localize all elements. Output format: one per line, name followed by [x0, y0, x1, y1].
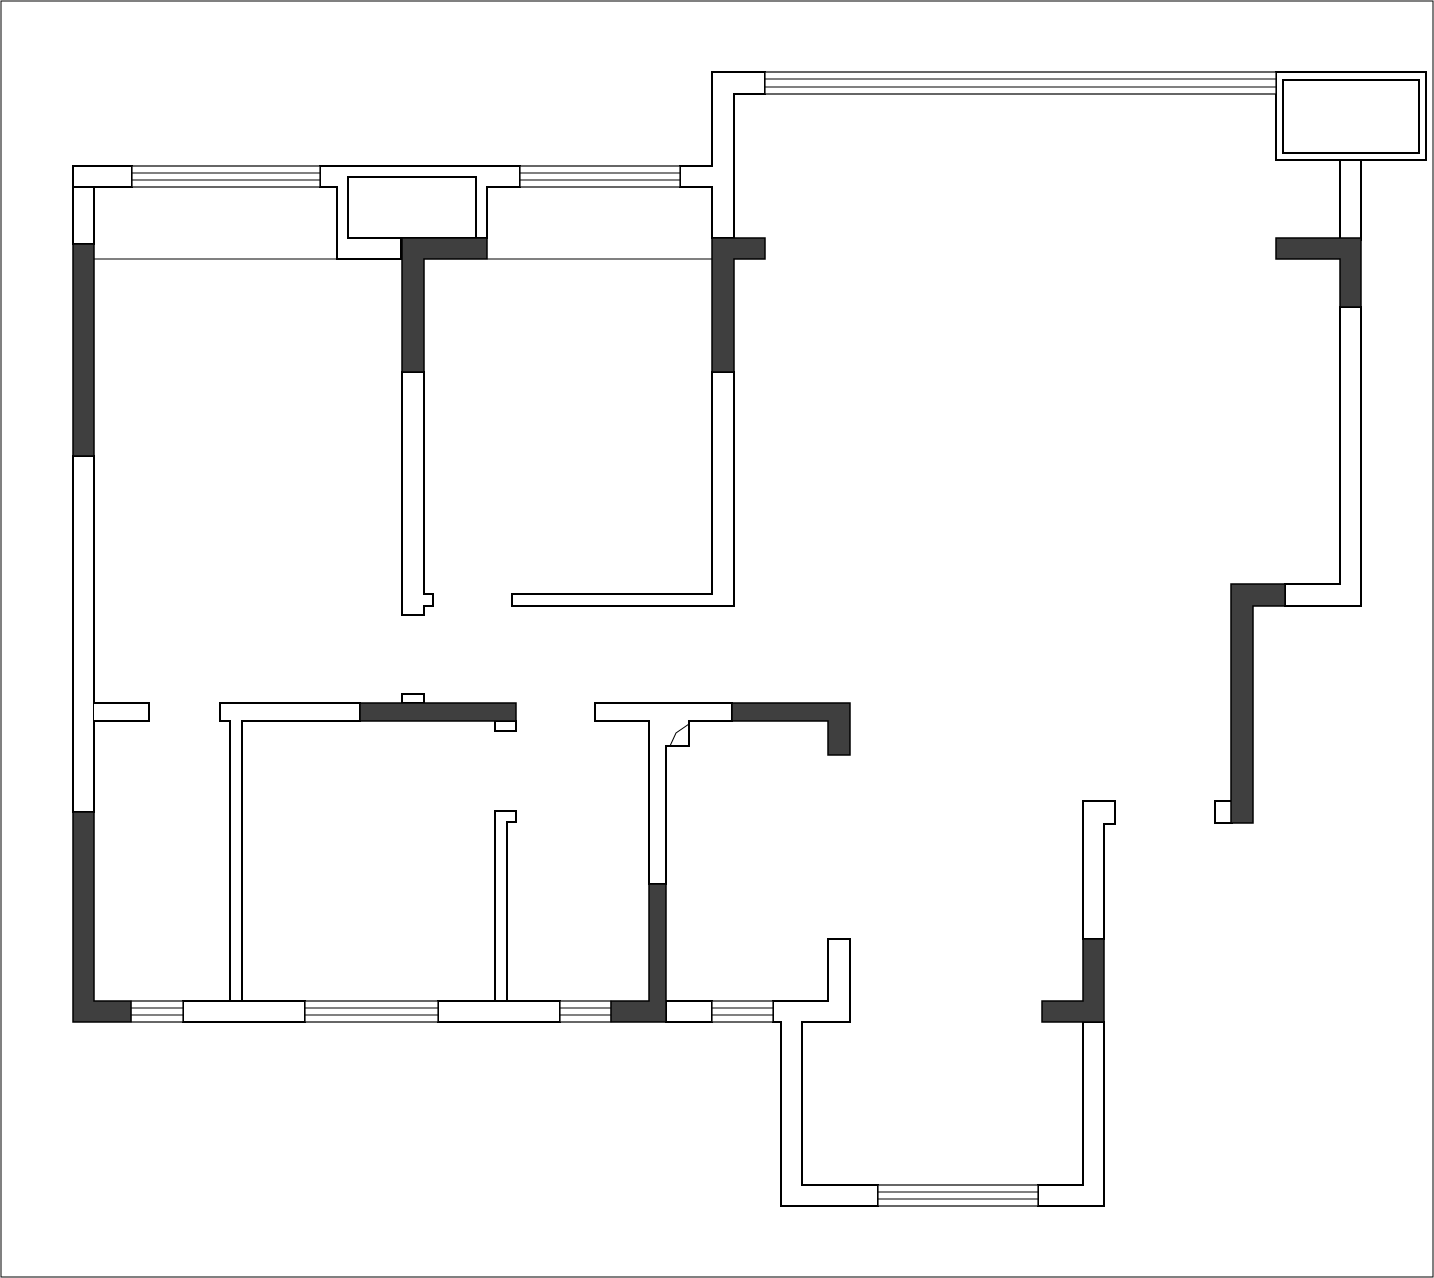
structural-walls	[72, 237, 1362, 1023]
wall-left-middle	[72, 455, 95, 813]
exterior-walls	[72, 71, 1427, 1207]
window-bottom-c	[559, 1000, 612, 1023]
column-right-top	[1275, 237, 1362, 308]
wall-lower-bay-right	[1037, 1021, 1105, 1207]
window-bottom-d	[711, 1000, 774, 1023]
wall-middle-notch-b	[494, 720, 517, 732]
wall-right-upper	[1339, 159, 1362, 241]
door-swing-icon	[669, 723, 690, 747]
wall-top-step	[679, 71, 766, 239]
wall-bath-vertical	[494, 810, 517, 1002]
wall-right-interior-top	[1082, 800, 1116, 940]
column-middle-beam	[359, 702, 517, 722]
wall-middle-notch	[401, 693, 425, 704]
column-left-top	[72, 243, 95, 457]
wall-middle-right	[594, 702, 733, 885]
column-bedroom2-corner	[711, 237, 766, 373]
column-bath-corner	[610, 883, 667, 1023]
wall-left-stub	[94, 702, 150, 722]
windows	[94, 71, 1277, 1207]
column-bedroom-divider	[401, 237, 488, 373]
wall-lower-bay	[772, 938, 879, 1207]
wall-bottom-c	[665, 1000, 713, 1023]
wall-divider-upper	[401, 371, 434, 616]
wall-bottom-b	[437, 1000, 561, 1023]
column-lower-right	[1041, 938, 1105, 1023]
interior-walls	[219, 371, 1233, 1002]
bay-window-box	[347, 176, 477, 239]
window-bottom-a	[130, 1000, 184, 1023]
window-bottom-b	[304, 1000, 439, 1023]
window-bottom-bay	[877, 1184, 1039, 1207]
window-top-middle	[519, 165, 681, 188]
wall-post-right	[1214, 800, 1233, 824]
window-top-long	[764, 71, 1277, 95]
wall-top-left-cap	[72, 165, 133, 188]
column-right-mid	[1230, 583, 1286, 824]
wall-bottom-a	[182, 1000, 306, 1023]
column-middle-right-beam	[731, 702, 851, 756]
window-top-left	[131, 165, 321, 188]
wall-bedroom2-lower	[511, 371, 735, 607]
wall-middle-left	[219, 702, 361, 1002]
wall-right-main	[1284, 306, 1362, 607]
column-left-bottom	[72, 811, 132, 1023]
balcony-corner-box-inner	[1282, 79, 1420, 154]
